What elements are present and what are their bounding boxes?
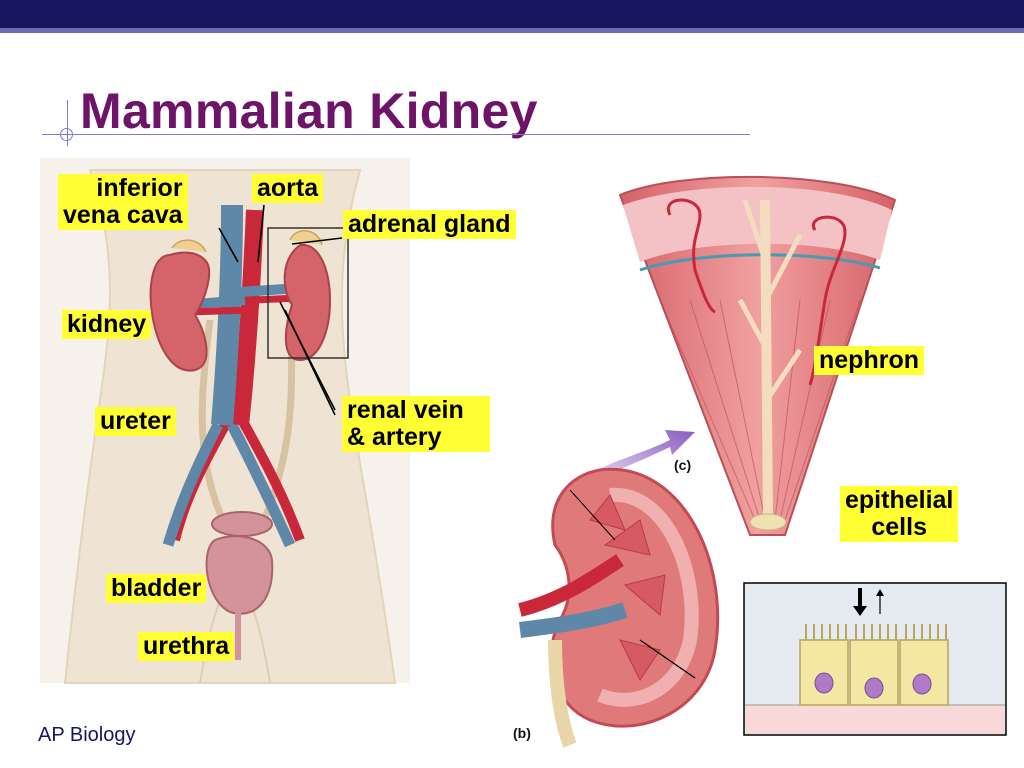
- uterus-shape: [211, 511, 273, 537]
- footer-course-name: AP Biology: [38, 724, 136, 746]
- title-crosshair-circle: [60, 128, 73, 141]
- label-inferior-vena-cava: inferior vena cava: [58, 174, 188, 230]
- left-renal-artery: [187, 306, 251, 316]
- epithelial-cells-panel: [743, 582, 1007, 736]
- label-kidney: kidney: [62, 310, 152, 339]
- nephron-cone-panel: [618, 175, 897, 536]
- left-iliac-vein: [162, 422, 223, 547]
- up-arrow-icon: [876, 589, 884, 614]
- down-arrow-icon: [853, 588, 867, 616]
- header-bar: [0, 0, 1024, 28]
- label-nephron: nephron: [814, 346, 924, 375]
- left-adrenal-gland: [171, 239, 207, 253]
- title-underline: [42, 134, 750, 135]
- aorta-vessel: [231, 209, 264, 426]
- label-cells-line: cells: [871, 513, 927, 541]
- label-bladder: bladder: [106, 574, 207, 603]
- right-iliac-artery: [237, 417, 305, 542]
- header-accent-line: [0, 28, 1024, 33]
- panel-label-b: (b): [513, 725, 531, 741]
- label-inferior-line: inferior: [96, 174, 183, 202]
- bladder-organ: [205, 535, 274, 615]
- label-renal-vein-artery: renal vein & artery: [342, 396, 490, 452]
- right-iliac-vein: [227, 422, 296, 548]
- label-adrenal-gland: adrenal gland: [343, 210, 516, 239]
- label-epithelial-cells: epithelial cells: [840, 486, 959, 542]
- panel-label-c: (c): [674, 457, 691, 473]
- title-vertical-rule: [67, 100, 68, 146]
- label-aorta: aorta: [252, 174, 324, 203]
- label-artery-line: & artery: [347, 423, 442, 451]
- kidney-cross-section: [518, 467, 720, 748]
- slide-title: Mammalian Kidney: [80, 83, 538, 139]
- label-epithelial-line: epithelial: [845, 486, 954, 514]
- left-kidney: [149, 251, 211, 372]
- label-ureter: ureter: [95, 407, 176, 436]
- pointer-lines: [218, 204, 343, 416]
- vena-cava-vessel: [211, 204, 243, 426]
- label-renal-vein-line: renal vein: [347, 396, 464, 424]
- label-urethra: urethra: [138, 632, 235, 661]
- label-vena-cava-line: vena cava: [63, 201, 183, 229]
